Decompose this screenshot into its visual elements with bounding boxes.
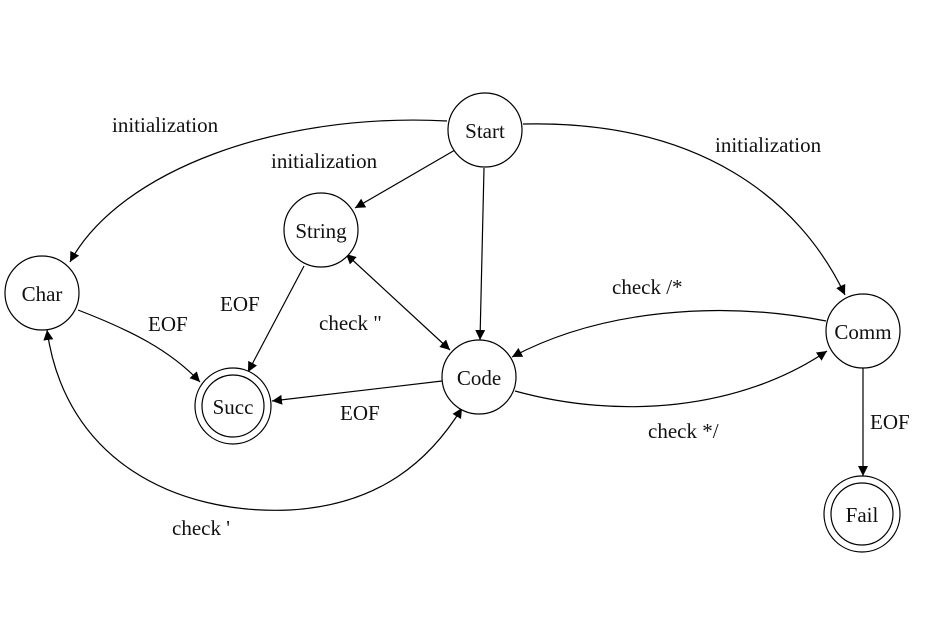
label-comm-fail: EOF (870, 410, 910, 434)
node-string-label: String (295, 219, 347, 243)
node-comm-label: Comm (834, 320, 891, 344)
edge-start-code (475, 167, 486, 341)
node-char-label: Char (22, 282, 63, 306)
node-fail-label: Fail (846, 503, 879, 527)
label-start-char: initialization (112, 113, 219, 137)
edge-start-string (354, 149, 456, 209)
node-succ-label: Succ (213, 395, 254, 419)
label-code-succ: EOF (340, 401, 380, 425)
label-char-succ: EOF (148, 312, 188, 336)
node-code: Code (441, 339, 517, 415)
node-string: String (283, 192, 359, 268)
node-code-label: Code (457, 366, 501, 390)
edge-comm-code (511, 309, 827, 358)
node-comm: Comm (825, 293, 901, 369)
edge-string-code (345, 253, 451, 351)
edge-code-succ (271, 380, 443, 405)
label-code-comm: check */ (648, 419, 719, 443)
edge-start-comm (522, 123, 846, 296)
node-succ: Succ (194, 367, 272, 445)
label-start-string: initialization (271, 149, 378, 173)
label-string-succ: EOF (220, 292, 260, 316)
label-comm-code: check /* (612, 275, 683, 299)
node-fail: Fail (823, 475, 901, 553)
edge-start-char (69, 119, 448, 263)
label-char-code: check ' (172, 516, 230, 540)
node-start-label: Start (465, 119, 505, 143)
label-string-code: check " (319, 311, 382, 335)
label-start-comm: initialization (715, 133, 822, 157)
edge-char-code (43, 329, 463, 511)
node-start: Start (447, 92, 523, 168)
edge-string-succ (247, 265, 305, 373)
node-char: Char (4, 255, 80, 331)
edge-code-comm (514, 350, 828, 408)
